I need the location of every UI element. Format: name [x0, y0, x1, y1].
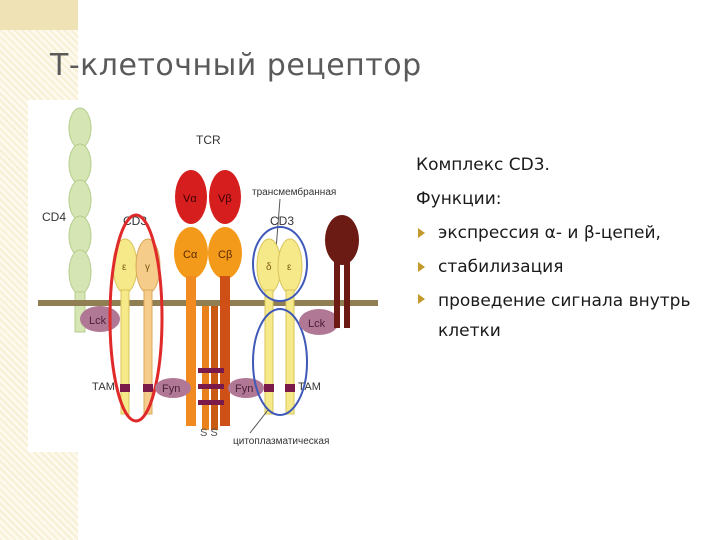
bullet-arrow-icon	[418, 228, 425, 238]
list-item: проведение сигнала внутрь клетки	[416, 284, 711, 346]
fyn-right-label: Fyn	[235, 383, 253, 395]
itam-left-label: ТАМ	[92, 381, 115, 393]
zeta-chains	[198, 306, 224, 430]
epsilon-left-label: ε	[122, 262, 127, 273]
complex-heading: Комплекс CD3.	[416, 155, 550, 175]
v-beta-label: Vβ	[218, 193, 232, 205]
c-beta-label: Cβ	[218, 249, 232, 261]
lck-left-label: Lck	[89, 315, 107, 327]
list-item: экспрессия α- и β-цепей,	[416, 216, 711, 250]
cd4-label: CD4	[42, 210, 66, 224]
functions-subheading: Функции:	[416, 189, 502, 209]
fyn-left-kinase	[155, 378, 191, 398]
list-item: стабилизация	[416, 250, 711, 284]
c-alpha-label: Cα	[183, 249, 198, 261]
cytoplasmic-label: цитоплазматическая	[233, 436, 329, 447]
dark-red-receptor	[325, 215, 359, 328]
decorative-corner	[0, 0, 78, 30]
cd4-molecule	[68, 107, 92, 333]
slide-title: Т-клеточный рецептор	[50, 48, 422, 83]
tcr-alpha-chain	[174, 170, 208, 426]
fyn-left-label: Fyn	[162, 383, 180, 395]
tcr-beta-chain	[208, 170, 242, 426]
bullet-text: проведение сигнала внутрь клетки	[438, 291, 691, 341]
tcr-label: TCR	[196, 133, 221, 147]
bullet-arrow-icon	[418, 294, 425, 304]
bullet-text: экспрессия α- и β-цепей,	[438, 223, 661, 243]
itam-right-label: ТАМ	[298, 381, 321, 393]
epsilon-right-label: ε	[287, 262, 292, 273]
cytoplasmic-pointer	[249, 409, 269, 434]
lck-right-kinase	[299, 309, 339, 335]
red-circle-cd3-left	[108, 213, 164, 423]
gamma-label: γ	[145, 262, 150, 273]
disulfide-label: S S	[200, 427, 218, 439]
tcr-diagram: CD4 Lck CD3 ε γ ТАМ TCR Vα Vβ Cα	[28, 100, 398, 452]
function-list: экспрессия α- и β-цепей, стабилизация пр…	[416, 216, 711, 346]
function-text-block: Комплекс CD3. Функции: экспрессия α- и β…	[416, 148, 711, 346]
bullet-arrow-icon	[418, 262, 425, 272]
cell-membrane	[38, 300, 378, 306]
transmembrane-label: трансмембранная	[252, 186, 336, 198]
v-alpha-label: Vα	[183, 193, 197, 205]
blue-circle-cytoplasmic	[252, 308, 308, 416]
cd3-right-label: CD3	[270, 214, 294, 228]
delta-label: δ	[266, 262, 272, 273]
bullet-text: стабилизация	[438, 257, 564, 277]
blue-circle-extracellular	[252, 226, 308, 302]
cd3-right-epsilon-chain	[277, 238, 303, 415]
lck-right-label: Lck	[308, 318, 326, 330]
